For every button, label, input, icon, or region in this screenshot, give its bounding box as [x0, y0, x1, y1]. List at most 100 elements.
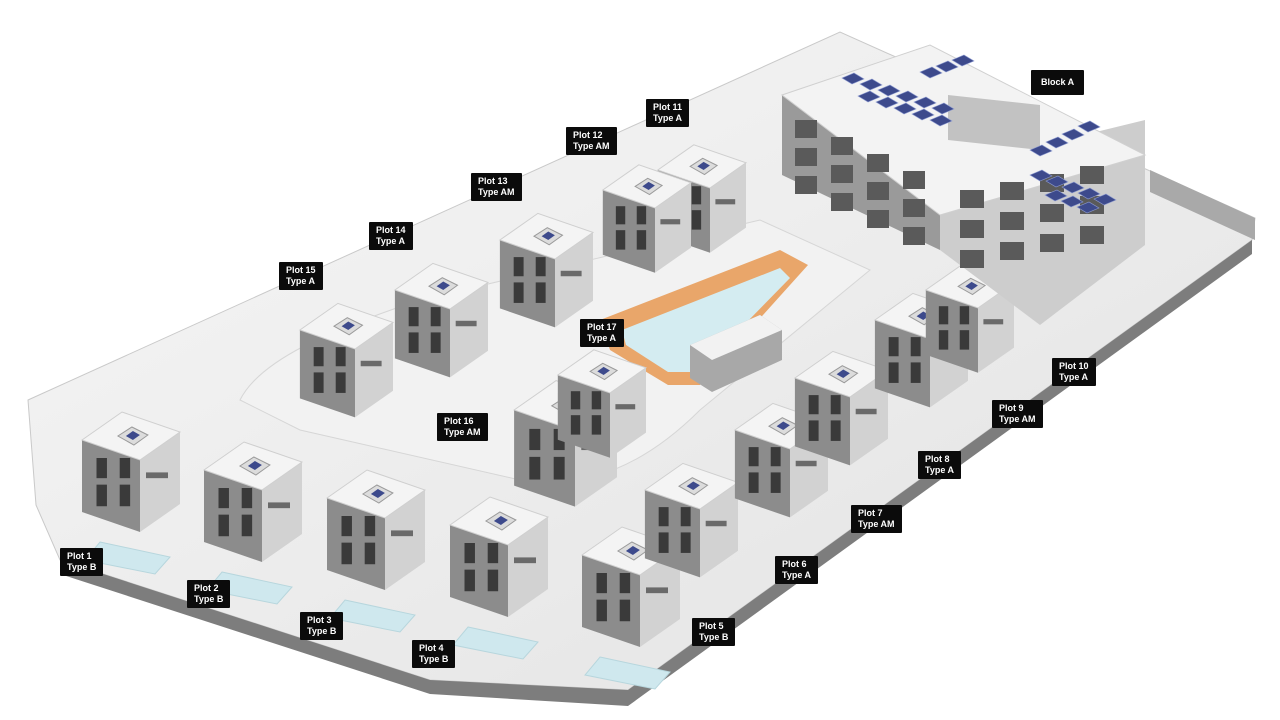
plot-label-type: Type AM	[999, 414, 1036, 424]
house-window	[808, 395, 819, 415]
solar-panel-icon	[1045, 136, 1069, 149]
plot-3-house	[325, 469, 427, 633]
plot-label-type: Type A	[782, 570, 812, 580]
block-a-balcony	[1040, 204, 1064, 222]
solar-panel-icon	[247, 461, 262, 470]
solar-panel-icon	[341, 321, 355, 330]
plot-1-house	[80, 411, 182, 575]
plot-label-type: Type A	[587, 333, 617, 343]
plot-label-type: Type AM	[573, 141, 610, 151]
solar-panel-icon	[877, 84, 901, 97]
house-window	[959, 306, 970, 325]
block-a-balcony	[1040, 234, 1064, 252]
solar-panel-icon	[913, 96, 937, 109]
house-side-wall	[610, 367, 646, 458]
house-window	[341, 542, 352, 565]
plot-7-house	[733, 402, 830, 518]
house-window	[313, 372, 324, 393]
block-a-balcony	[867, 210, 889, 228]
house-side-wall	[385, 490, 425, 590]
solar-panel-icon	[859, 78, 883, 91]
solar-panel-icon	[841, 72, 865, 85]
house-window	[529, 456, 541, 480]
plot-14-house	[393, 262, 490, 378]
solar-panel-icon	[931, 102, 955, 115]
house-window	[619, 573, 631, 594]
house-window	[513, 257, 524, 277]
house-side-wall	[508, 517, 548, 617]
house-window	[513, 282, 524, 303]
house-balcony	[705, 520, 727, 527]
house-balcony	[560, 270, 582, 277]
block-a-stair-core	[948, 95, 1040, 150]
house-window	[691, 186, 702, 205]
house-window	[529, 428, 541, 451]
solar-panel-icon	[1029, 144, 1053, 157]
plot-label-name: Plot 9	[999, 403, 1024, 413]
solar-panel-icon	[436, 281, 450, 290]
solar-panel-icon	[1029, 169, 1053, 182]
house-window	[910, 362, 921, 383]
house-side-wall	[700, 482, 738, 578]
plot-label-name: Plot 2	[194, 583, 219, 593]
plot-label-name: Plot 1	[67, 551, 92, 561]
house-window	[464, 543, 475, 564]
garden-pool	[452, 626, 539, 660]
house-window	[636, 230, 647, 250]
plot-label-type: Type B	[419, 654, 449, 664]
house-window	[959, 330, 970, 350]
solar-panel-icon	[895, 90, 919, 103]
solar-panel-icon	[493, 516, 508, 525]
house-window	[218, 514, 229, 537]
block-a-balcony	[1000, 212, 1024, 230]
solar-panel-icon	[836, 369, 850, 378]
plot-15-house	[298, 302, 395, 418]
house-balcony	[146, 472, 168, 479]
solar-panel-icon	[935, 60, 959, 73]
plot-label-name: Plot 12	[573, 130, 603, 140]
house-window	[553, 456, 565, 480]
label-block-a[interactable]: Block A	[1031, 70, 1085, 95]
house-side-wall	[262, 462, 302, 562]
plot-label-type: Type A	[376, 236, 406, 246]
plot-label-type: Type A	[286, 276, 316, 286]
plot-13-house	[498, 212, 595, 328]
plot-5-house	[580, 526, 682, 690]
plot-label-name: Plot 6	[782, 559, 807, 569]
solar-panel-icon	[893, 102, 917, 115]
block-a-balcony	[1080, 226, 1104, 244]
solar-panel-icon	[951, 54, 975, 67]
house-window	[218, 488, 229, 509]
block-a-balcony	[960, 250, 984, 268]
plot-label-type: Type A	[653, 113, 683, 123]
house-window	[770, 472, 781, 493]
plot-label-type: Type B	[307, 626, 337, 636]
house-window	[487, 543, 499, 564]
house-window	[570, 391, 581, 410]
swimming-pool	[600, 250, 808, 392]
block-a-balcony	[1080, 166, 1104, 184]
block-a-balcony	[831, 193, 853, 211]
plot-label-name: Plot 13	[478, 176, 508, 186]
block-a-balcony	[795, 120, 817, 138]
house-window	[96, 484, 107, 507]
plot-label-name: Plot 8	[925, 454, 950, 464]
block-a-balcony	[867, 154, 889, 172]
